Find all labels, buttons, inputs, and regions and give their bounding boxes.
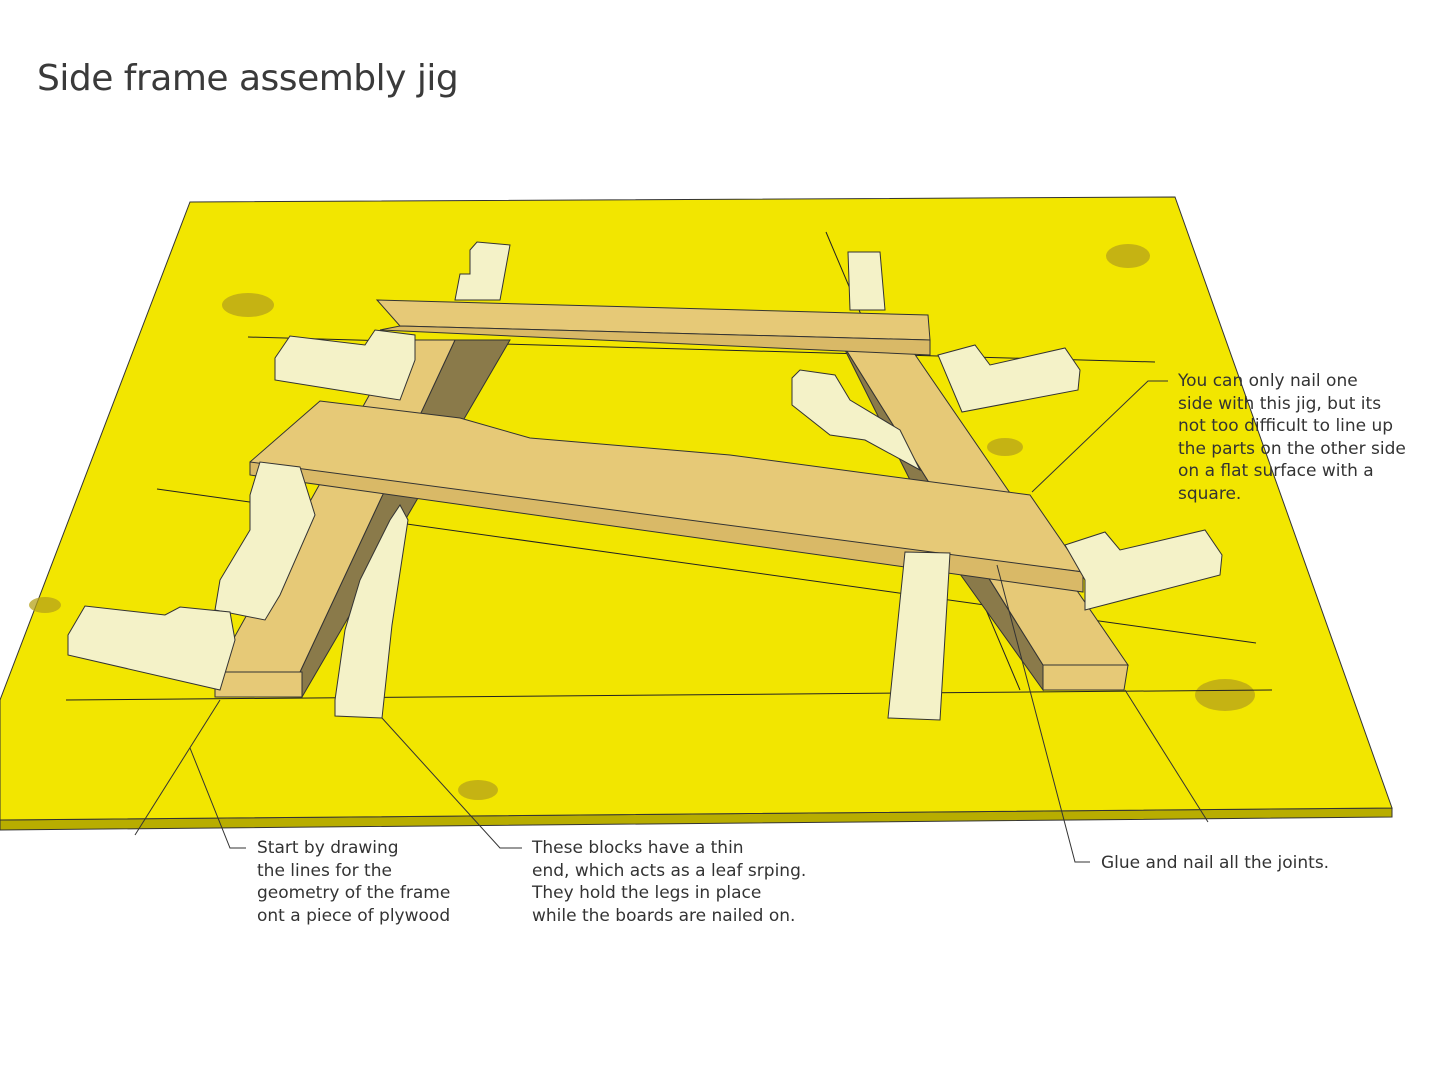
block (454, 241, 511, 301)
block (937, 344, 1081, 413)
block (214, 461, 316, 621)
block (334, 504, 409, 719)
block (791, 369, 922, 472)
note-leaf-spring-blocks: These blocks have a thin end, which acts… (532, 838, 807, 926)
plywood-knots (29, 244, 1255, 800)
note-one-side: You can only nail one side with this jig… (1178, 371, 1406, 504)
block (274, 329, 416, 401)
left-leg-end (214, 671, 303, 698)
note-glue-nail: Glue and nail all the joints. (1101, 853, 1330, 873)
page-title: Side frame assembly jig (37, 58, 459, 99)
front-board-edge (249, 461, 1084, 593)
block (1064, 529, 1223, 611)
block (67, 605, 236, 691)
jig-blocks (67, 241, 1223, 721)
right-leg-end (1042, 664, 1129, 691)
note-geometry-lines: Start by drawing the lines for the geome… (257, 838, 451, 926)
block (847, 251, 886, 311)
leader-lines (134, 380, 1209, 863)
back-board-front (379, 325, 931, 356)
block (887, 551, 951, 721)
